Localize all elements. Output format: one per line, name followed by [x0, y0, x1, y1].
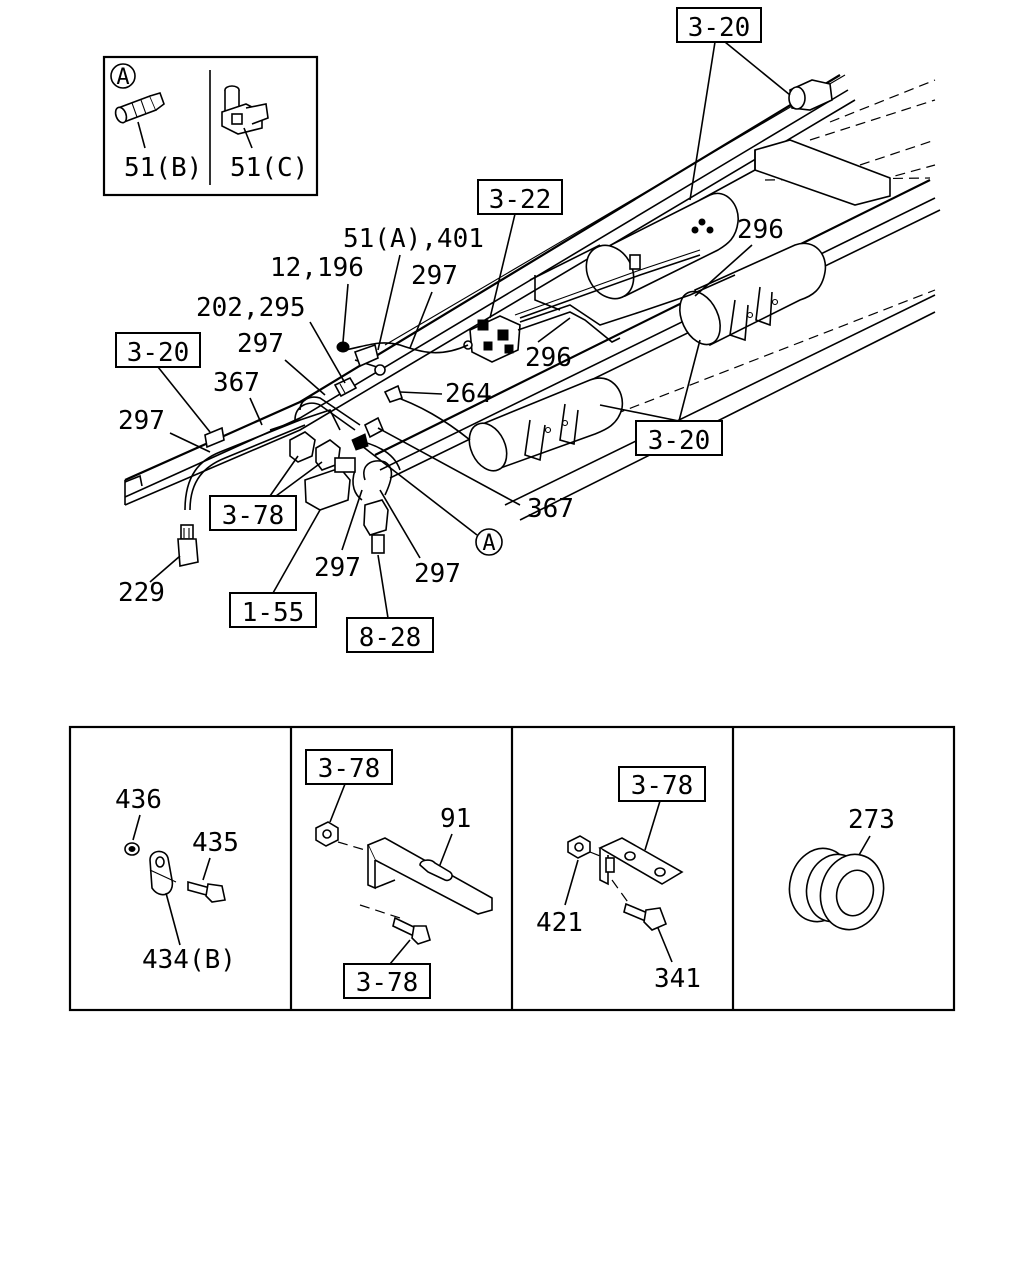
part-label-264: 264 — [445, 379, 492, 409]
ref-panel2-bottom[interactable]: 3-78 — [356, 968, 419, 998]
part-label-296-b: 296 — [737, 215, 784, 245]
rail-clip — [204, 426, 225, 449]
ref-8-28[interactable]: 8-28 — [359, 623, 422, 653]
ref-3-78-main[interactable]: 3-78 — [222, 501, 285, 531]
part-label-202-295: 202,295 — [196, 293, 306, 323]
chassis-assembly — [124, 74, 941, 567]
ref-box-panel2-bottom[interactable] — [343, 963, 431, 999]
part-labels: 51(A),401 12,196 297 202,295 297 367 297… — [118, 215, 784, 608]
part-label-367-b: 367 — [527, 494, 574, 524]
ref-box-3-20-right[interactable] — [635, 420, 723, 456]
brake-line-297a — [344, 342, 469, 354]
flange-bolt-icon — [392, 916, 431, 945]
brake-line-296a — [517, 311, 621, 343]
sensor-8-28 — [363, 499, 389, 554]
ref-box-3-22[interactable] — [477, 179, 563, 215]
part-label-51c: 51(C) — [230, 153, 308, 183]
flange-bolt-341-icon — [623, 902, 668, 931]
leader-51b — [137, 121, 146, 149]
part-label-12-196: 12,196 — [270, 253, 364, 283]
clip-434b-icon — [149, 850, 177, 896]
part-label-421: 421 — [536, 908, 583, 938]
leader-51c — [243, 127, 253, 149]
crossmember — [754, 139, 891, 206]
slotted-bracket-icon — [366, 837, 493, 915]
ref-box-panel2-top[interactable] — [305, 749, 393, 785]
panel-slotted-bracket: 3-78 91 3-78 — [305, 749, 493, 999]
grommet-icon — [788, 847, 885, 931]
detail-a-callout-marker: A — [482, 531, 495, 556]
connector-202 — [333, 376, 358, 398]
part-label-51a-401: 51(A),401 — [343, 224, 484, 254]
part-label-297-d: 297 — [314, 553, 361, 583]
relay-valve — [463, 315, 521, 363]
ref-3-22[interactable]: 3-22 — [489, 185, 552, 215]
air-dryer — [788, 79, 833, 111]
air-tank-right — [679, 242, 827, 347]
nut-icon — [124, 842, 140, 856]
part-label-367-a: 367 — [213, 368, 260, 398]
ref-3-20-top[interactable]: 3-20 — [688, 13, 751, 43]
detail-a-frame — [102, 55, 319, 197]
part-label-229: 229 — [118, 578, 165, 608]
part-label-297-b: 297 — [237, 329, 284, 359]
part-label-51b: 51(B) — [124, 153, 202, 183]
connector-12 — [336, 341, 350, 353]
part-label-297-e: 297 — [414, 559, 461, 589]
air-tank-lower — [468, 377, 624, 472]
part-label-436: 436 — [115, 785, 162, 815]
panel-l-bracket: 3-78 421 341 — [536, 766, 706, 994]
callouts: 3-20 3-22 3-20 3-20 3-78 1-55 8-28 — [115, 7, 791, 653]
left-frame-rail-bottom — [124, 99, 856, 506]
right-frame-rail-top — [374, 179, 931, 456]
left-frame-rail-mid — [124, 89, 849, 498]
detail-a-marker-circle — [110, 63, 136, 89]
flange-nut-icon — [567, 835, 591, 859]
detail-panels: 436 435 434(B) 3-78 — [68, 725, 956, 1012]
elbow-fitting-icon — [221, 85, 269, 135]
brake-line-297d — [363, 460, 393, 496]
ref-box-8-28[interactable] — [346, 617, 434, 653]
detail-a-inset: A 51(B) 51(C) — [102, 55, 319, 197]
part-label-296-a: 296 — [525, 343, 572, 373]
brake-line-297c — [184, 419, 301, 511]
ref-box-panel3-top[interactable] — [618, 766, 706, 802]
part-label-434b: 434(B) — [142, 945, 236, 975]
ref-box-3-20-left[interactable] — [115, 332, 201, 368]
ref-box-3-78[interactable] — [209, 495, 297, 531]
hex-nut-icon — [315, 821, 339, 847]
ref-box-3-20-top[interactable] — [676, 7, 762, 43]
brake-line-296b — [519, 254, 701, 319]
part-label-341: 341 — [654, 964, 701, 994]
bracket-valves — [269, 409, 341, 471]
ref-1-55[interactable]: 1-55 — [242, 598, 305, 628]
right-frame-rail-lower — [504, 294, 936, 506]
panel-clip: 436 435 434(B) — [115, 785, 239, 975]
right-frame-rail-mid — [379, 197, 936, 471]
part-label-435: 435 — [192, 828, 239, 858]
detail-a-callout-circle — [475, 528, 503, 556]
ref-3-20-right[interactable]: 3-20 — [648, 426, 711, 456]
fitting-264 — [383, 384, 404, 403]
tee-fitting-51a — [353, 343, 386, 376]
solenoid-valve-1-55 — [304, 457, 356, 511]
detail-a-marker: A — [116, 65, 129, 90]
bolt-icon — [187, 880, 226, 903]
fitting-229 — [177, 524, 199, 567]
ref-panel3-top[interactable]: 3-78 — [631, 771, 694, 801]
union-fitting-icon — [114, 92, 165, 124]
ref-box-1-55[interactable] — [229, 592, 317, 628]
ref-panel2-top[interactable]: 3-78 — [318, 754, 381, 784]
part-label-297-a: 297 — [411, 261, 458, 291]
part-label-273: 273 — [848, 805, 895, 835]
part-label-91: 91 — [440, 804, 471, 834]
panel-grommet: 273 — [788, 805, 895, 931]
l-bracket-icon — [598, 837, 684, 886]
part-label-297-c: 297 — [118, 406, 165, 436]
ref-3-20-left[interactable]: 3-20 — [127, 338, 190, 368]
